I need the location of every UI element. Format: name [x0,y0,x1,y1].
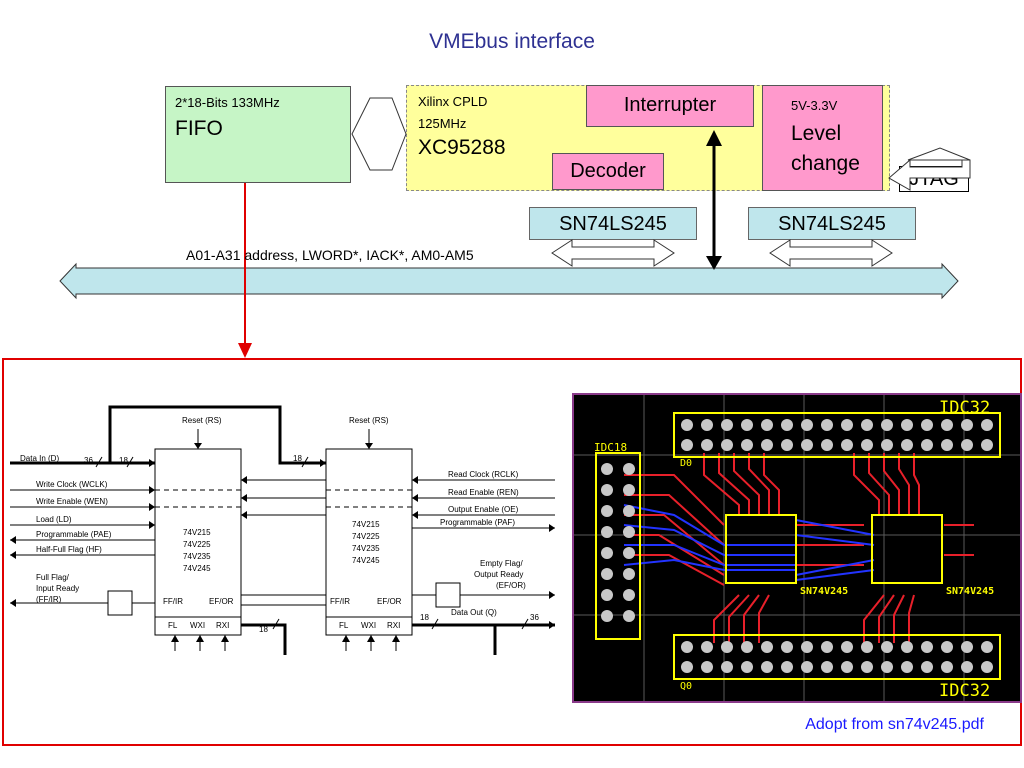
pcb-side-connector [595,452,641,640]
reset-label-2: Reset (RS) [349,416,389,425]
level-label: Level [791,122,842,145]
signal-programmable-paf: Programmable (PAF) [440,518,515,527]
flag-empty-2: Output Ready [474,570,524,579]
page-title: VMEbus interface [429,30,595,53]
fifo-cpld-arrow [351,97,407,171]
pcb-bottom-pin-label: Q0 [680,681,693,692]
chip1-part-3: 74V235 [183,552,211,561]
chip1-part-1: 74V215 [183,528,211,537]
decoder-block: Decoder [552,153,664,190]
chip1-pin-efor: EF/OR [209,597,234,606]
bus-label: A01-A31 address, LWORD*, IACK*, AM0-AM5 [186,247,474,263]
signal-read-clock: Read Clock (RCLK) [448,470,519,479]
chip2-pin-ffir: FF/IR [330,597,350,606]
buffer-right-block: SN74LS245 [748,207,916,240]
pcb-top-pin-label: D0 [680,458,693,469]
interrupter-label: Interrupter [623,94,717,116]
pcb-chip-right [871,514,943,584]
pcb-side-connector-label: IDC18 [594,441,628,454]
vme-bus [59,262,959,300]
flag-full-2: Input Ready [36,584,80,593]
fifo-chip-2 [325,448,413,636]
chip2-part-2: 74V225 [352,532,380,541]
fifo-detail-arrow-head [238,343,252,358]
pcb-top-connector-label: IDC32 [939,398,991,418]
jtag-arrow [888,158,971,191]
flag-full-1: Full Flag/ [36,573,69,582]
chip2-part-3: 74V235 [352,544,380,553]
source-note: Adopt from sn74v245.pdf [805,716,984,733]
signal-read-enable: Read Enable (REN) [448,488,519,497]
chip2-part-4: 74V245 [352,556,380,565]
buffer-left-block: SN74LS245 [529,207,697,240]
chip2-pin-rxi: RXI [387,621,401,630]
level-voltage: 5V-3.3V [791,98,838,113]
interrupter-arrow-down [706,256,722,270]
pcb-bottom-connector-label: IDC32 [939,681,991,701]
cpld-speed: 125MHz [418,116,467,131]
chip1-pin-rxi: RXI [216,621,230,630]
pcb-chip-left-label: SN74V245 [800,586,849,597]
flag-empty-3: (EF/OR) [496,581,526,590]
chip1-pin-fl: FL [168,621,178,630]
flag-full-3: (FF/IR) [36,595,62,604]
bus-width-2: 18 [119,456,128,465]
reset-label-1: Reset (RS) [182,416,222,425]
pcb-bottom-connector [673,634,1001,680]
top-connections [59,97,971,358]
chip1-pin-wxi: WXI [190,621,206,630]
chip1-part-2: 74V225 [183,540,211,549]
signal-write-clock: Write Clock (WCLK) [36,480,108,489]
bus-width-5: 18 [420,613,429,622]
buffer-left-arrow [551,239,675,267]
signal-output-enable: Output Enable (OE) [448,505,519,514]
signal-programmable-pae: Programmable (PAE) [36,530,112,539]
fifo-label: FIFO [175,117,223,140]
cpld-vendor: Xilinx CPLD [418,94,488,109]
signal-data-in: Data In (D) [20,454,60,463]
interrupter-arrow-up [706,130,722,146]
chip1-part-4: 74V245 [183,564,211,573]
bus-width-3: 18 [293,454,302,463]
pcb-top-connector [673,412,1001,458]
pcb-artwork [574,395,1020,701]
chip2-part-1: 74V215 [352,520,380,529]
chip2-pin-fl: FL [339,621,349,630]
buffer-right-arrow [769,239,893,267]
cpld-part: XC95288 [418,136,506,159]
jtag-arrow-head [907,147,971,161]
signal-half-full: Half-Full Flag (HF) [36,545,102,554]
fifo-expansion-diagram [10,405,555,655]
chip2-pin-wxi: WXI [361,621,377,630]
buffer-left-label: SN74LS245 [559,213,667,235]
bus-width-6: 36 [530,613,539,622]
signal-load: Load (LD) [36,515,72,524]
chip2-pin-efor: EF/OR [377,597,402,606]
level-change-label: change [791,152,860,175]
pcb-chip-right-label: SN74V245 [946,586,995,597]
fifo-spec: 2*18-Bits 133MHz [175,95,280,110]
bus-width-4: 18 [259,625,268,634]
decoder-label: Decoder [570,160,646,182]
flag-empty-1: Empty Flag/ [480,559,523,568]
fifo-block: 2*18-Bits 133MHz FIFO [165,86,351,183]
data-out-label: Data Out (Q) [451,608,497,617]
fifo-chip-1 [154,448,242,636]
buffer-right-label: SN74LS245 [778,213,886,235]
signal-write-enable: Write Enable (WEN) [36,497,108,506]
level-change-block: 5V-3.3V Level change [762,85,883,191]
interrupter-block: Interrupter [586,85,754,127]
pcb-chip-left [725,514,797,584]
chip1-pin-ffir: FF/IR [163,597,183,606]
bus-width-1: 36 [84,456,93,465]
